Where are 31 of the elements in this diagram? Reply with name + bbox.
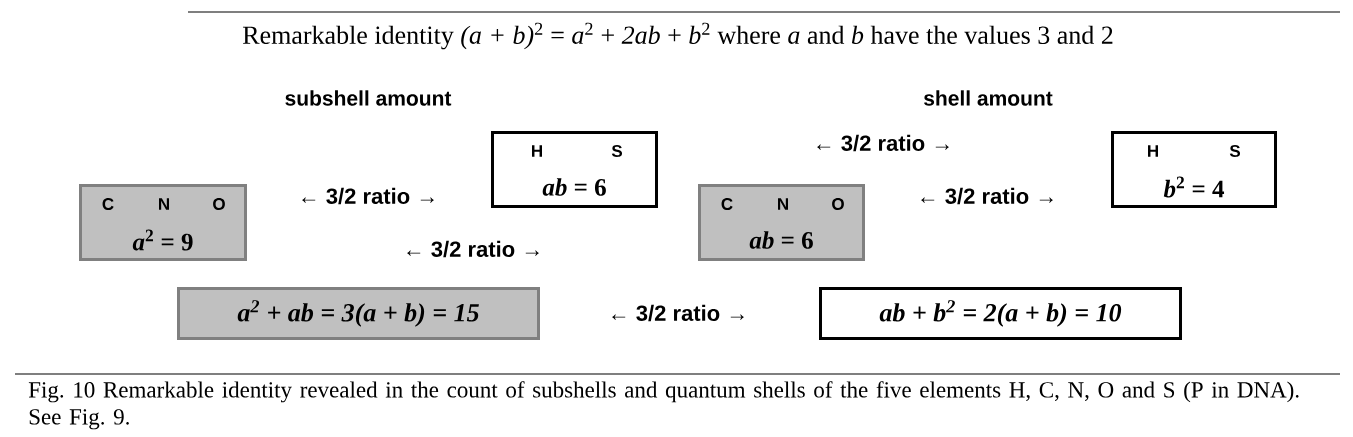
element-box bbox=[1111, 131, 1277, 208]
caption-text: Fig. 10 Remarkable identity revealed in the count of subshells and quantum shells of the five elements H, C, N, O and S (P in DNA). See Fig. 9. bbox=[28, 381, 1299, 430]
formula-text: b$^{2}$ = 4 bbox=[1163, 176, 1225, 198]
element-symbol: H bbox=[532, 145, 542, 157]
ratio-label: ← 3/2 ratio → bbox=[817, 134, 949, 152]
element-symbol: H bbox=[1148, 145, 1158, 157]
ratio-label: ← 3/2 ratio → bbox=[921, 187, 1053, 205]
element-symbol: S bbox=[1229, 145, 1240, 158]
formula-text: a$^{2}$ = 9 bbox=[132, 229, 193, 251]
element-symbol: C bbox=[721, 198, 733, 211]
element-symbol: O bbox=[213, 198, 225, 211]
element-symbol: O bbox=[832, 198, 844, 211]
element-box bbox=[79, 184, 247, 261]
element-box bbox=[819, 287, 1182, 340]
element-symbol: N bbox=[159, 198, 169, 210]
formula-text: ab + b$^{2}$ = 2(a + b) = 10 bbox=[879, 300, 1122, 327]
element-box bbox=[698, 184, 865, 261]
formula-text: a$^{2}$ + ab = 3(a + b) = 15 bbox=[237, 300, 479, 327]
ratio-label: ← 3/2 ratio → bbox=[407, 240, 539, 258]
element-symbol: C bbox=[102, 198, 114, 211]
ratio-label: ← 3/2 ratio → bbox=[302, 187, 434, 205]
column-heading: subshell amount bbox=[285, 90, 452, 106]
ratio-label: ← 3/2 ratio → bbox=[612, 304, 744, 322]
element-box bbox=[491, 131, 658, 208]
title-text: Remarkable identity (a + b)$^{2}$ = a$^{2}$ + 2ab + b$^{2}$ where a and b have the values 3 and 2 bbox=[243, 22, 1113, 50]
element-symbol: N bbox=[778, 198, 788, 210]
formula-text: ab = 6 bbox=[749, 231, 813, 249]
element-symbol: S bbox=[611, 145, 622, 158]
formula-text: ab = 6 bbox=[542, 178, 606, 196]
element-box bbox=[177, 287, 540, 340]
column-heading: shell amount bbox=[924, 90, 1053, 106]
